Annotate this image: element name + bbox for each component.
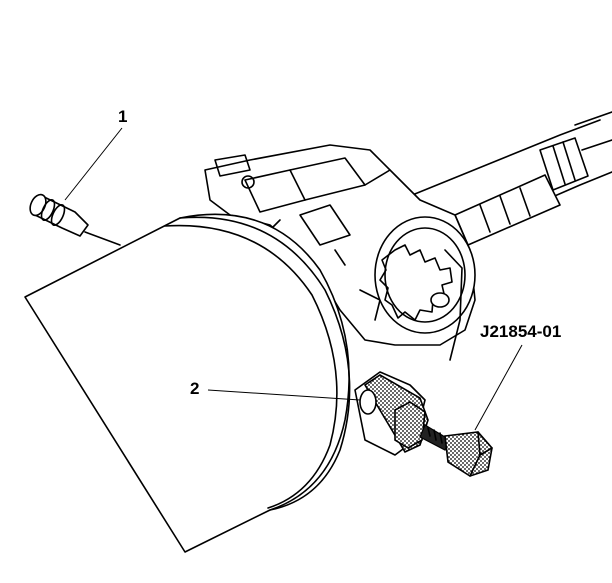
callout-2-label: 2	[190, 379, 200, 398]
leader-1	[64, 127, 123, 201]
tool-callout-label: J21854-01	[480, 322, 562, 341]
pin-part	[29, 193, 89, 237]
field-frame	[24, 213, 351, 553]
output-shaft	[399, 111, 612, 251]
leader-lines	[64, 127, 523, 431]
pinion-gear	[374, 216, 476, 361]
leader-3	[474, 344, 523, 431]
leader-2	[207, 389, 361, 401]
callout-1-label: 1	[118, 107, 128, 126]
tool-assembly	[354, 371, 493, 477]
